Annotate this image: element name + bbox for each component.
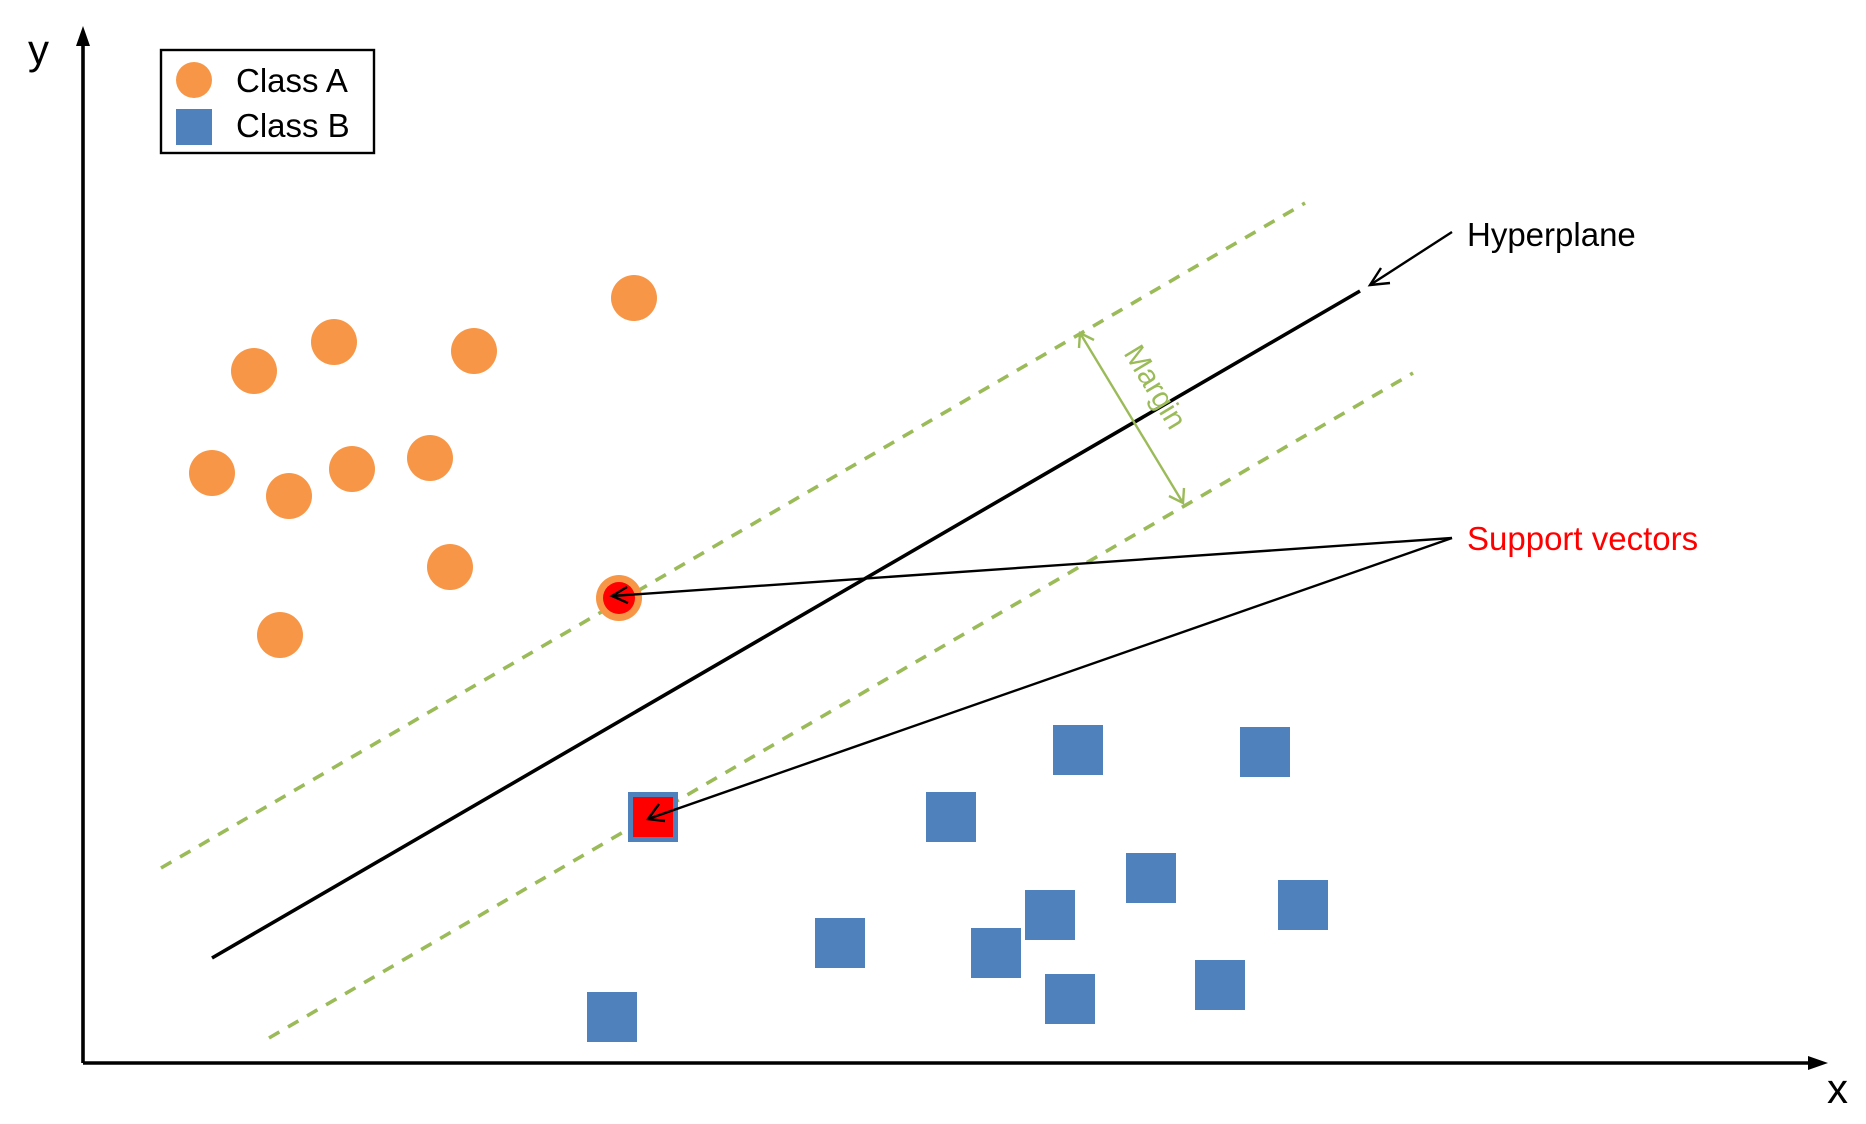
class-a-point	[329, 446, 375, 492]
legend: Class A Class B	[159, 48, 376, 155]
x-axis-arrowhead	[1808, 1056, 1828, 1070]
class-b-point	[1025, 890, 1075, 940]
class-b-point	[587, 992, 637, 1042]
legend-class-a-marker	[176, 62, 212, 98]
margin-arrow: Margin	[1077, 331, 1193, 505]
class-a-points	[189, 275, 657, 658]
hyperplane-line	[211, 289, 1361, 960]
support-vector-pointer-b	[647, 536, 1453, 821]
support-vector-pointer-a	[611, 536, 1453, 598]
class-a-point	[311, 319, 357, 365]
support-vector-pointer-b-head	[645, 803, 666, 823]
class-b-point	[1053, 725, 1103, 775]
class-a-point	[266, 473, 312, 519]
class-a-point	[427, 544, 473, 590]
class-b-point	[815, 918, 865, 968]
axes: y x	[28, 26, 1848, 1112]
legend-class-b-label: Class B	[236, 107, 350, 144]
class-b-point	[1195, 960, 1245, 1010]
legend-class-b-marker	[176, 109, 212, 145]
legend-class-a-label: Class A	[236, 62, 348, 99]
margin-arrow-head-bottom	[1168, 487, 1186, 505]
margin-arrow-head-top	[1077, 331, 1095, 349]
support-vectors	[596, 575, 678, 842]
hyperplane-pointer-line	[1369, 230, 1453, 287]
hyperplane-label: Hyperplane	[1467, 216, 1636, 253]
class-b-point	[1126, 853, 1176, 903]
margin-boundaries	[160, 201, 1414, 1040]
support-vector-pointer-a-head	[609, 585, 629, 605]
margin-boundary-lower	[268, 371, 1414, 1040]
hyperplane-pointer-head	[1367, 267, 1391, 287]
support-vectors-label: Support vectors	[1467, 520, 1698, 557]
y-axis-arrowhead	[76, 26, 90, 46]
class-b-point	[1278, 880, 1328, 930]
class-b-point	[971, 928, 1021, 978]
support-vectors-callout: Support vectors	[609, 520, 1698, 823]
class-a-point	[189, 450, 235, 496]
margin-boundary-upper	[160, 201, 1306, 870]
class-b-point	[926, 792, 976, 842]
class-a-point	[407, 435, 453, 481]
hyperplane-callout: Hyperplane	[1367, 216, 1636, 287]
class-a-point	[257, 612, 303, 658]
class-a-point	[611, 275, 657, 321]
y-axis-label: y	[28, 26, 49, 73]
class-a-point	[231, 348, 277, 394]
class-b-points	[587, 725, 1328, 1042]
margin-label: Margin	[1117, 340, 1193, 436]
class-a-point	[451, 328, 497, 374]
class-b-point	[1240, 727, 1290, 777]
margin-arrow-line	[1078, 332, 1185, 504]
x-axis-label: x	[1827, 1065, 1848, 1112]
class-b-point	[1045, 974, 1095, 1024]
